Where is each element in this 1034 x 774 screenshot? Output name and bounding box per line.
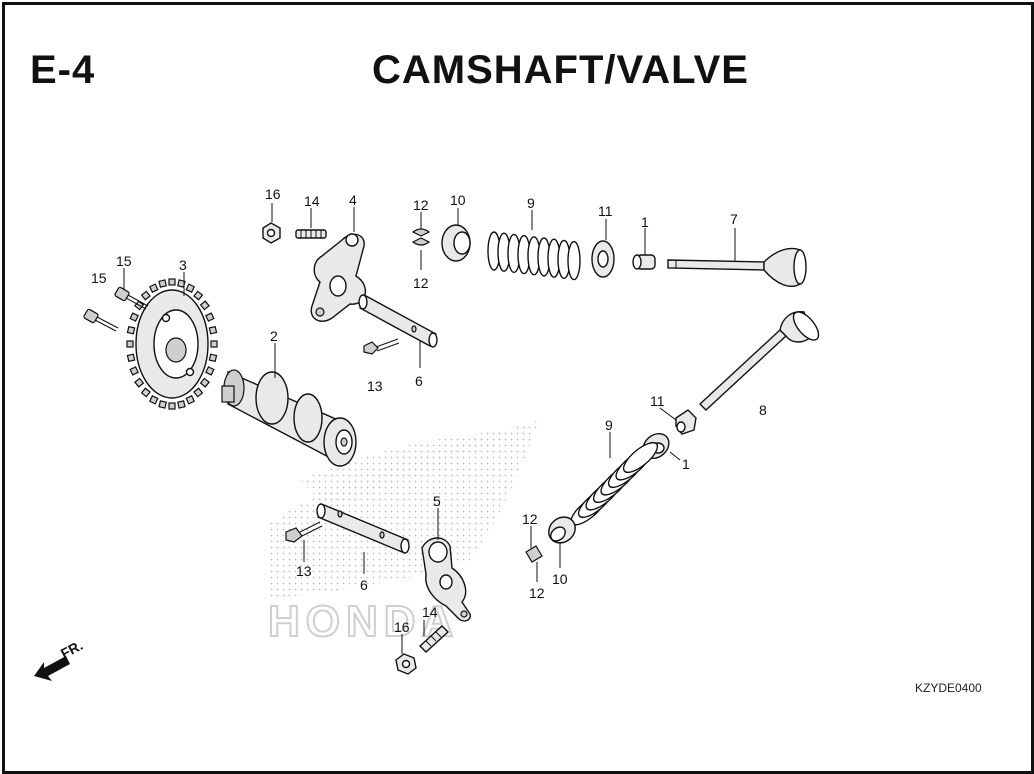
callout-13: 13 bbox=[296, 563, 312, 579]
valve-spring-retainer-lower bbox=[548, 516, 576, 544]
stud-bolt-lower bbox=[418, 625, 450, 653]
callout-12: 12 bbox=[529, 585, 545, 601]
callout-leaders bbox=[123, 203, 736, 654]
rocker-shaft-lower bbox=[316, 503, 410, 554]
stud-bolt-upper bbox=[295, 229, 327, 239]
callout-12: 12 bbox=[413, 275, 429, 291]
section-code: E-4 bbox=[30, 48, 96, 92]
shaft-bolt-lower bbox=[285, 521, 323, 543]
callout-12: 12 bbox=[413, 197, 429, 213]
sprocket-bolt-lower bbox=[83, 308, 119, 332]
callout-14: 14 bbox=[422, 604, 438, 620]
front-direction-arrow: FR. bbox=[34, 637, 85, 681]
callout-7: 7 bbox=[730, 211, 738, 227]
valve-cotter-lower bbox=[525, 545, 543, 563]
callout-16: 16 bbox=[265, 186, 281, 202]
callout-11: 11 bbox=[650, 393, 665, 409]
callout-12: 12 bbox=[522, 511, 538, 527]
callout-16: 16 bbox=[394, 619, 410, 635]
nut-upper bbox=[262, 222, 281, 244]
front-direction-label: FR. bbox=[58, 637, 85, 662]
callout-10: 10 bbox=[552, 571, 568, 587]
camshaft bbox=[221, 369, 357, 467]
rocker-arm-lower bbox=[421, 537, 471, 622]
callout-14: 14 bbox=[304, 193, 320, 209]
callout-1: 1 bbox=[641, 214, 649, 230]
stem-seal-upper bbox=[632, 254, 656, 270]
intake-valve bbox=[667, 247, 807, 288]
callout-15: 15 bbox=[91, 270, 107, 286]
callout-3: 3 bbox=[179, 257, 187, 273]
cam-sprocket bbox=[126, 278, 218, 410]
nut-lower bbox=[395, 653, 417, 675]
callout-6: 6 bbox=[360, 577, 368, 593]
callout-11: 11 bbox=[598, 203, 613, 219]
callout-8: 8 bbox=[759, 402, 767, 418]
callout-4: 4 bbox=[349, 192, 357, 208]
callout-9: 9 bbox=[527, 195, 535, 211]
callout-6: 6 bbox=[415, 373, 423, 389]
valve-spring-upper bbox=[487, 231, 581, 281]
page-title: CAMSHAFT/VALVE bbox=[372, 48, 749, 92]
callout-13: 13 bbox=[367, 378, 383, 394]
honda-watermark-text: HONDA bbox=[268, 597, 459, 646]
rocker-shaft-upper bbox=[358, 294, 438, 348]
spring-seat-upper bbox=[591, 240, 615, 278]
callout-5: 5 bbox=[433, 493, 441, 509]
stem-seal-lower bbox=[675, 409, 697, 435]
callout-1: 1 bbox=[682, 456, 690, 472]
callout-numbers: 16 14 4 12 12 10 9 11 1 7 15 15 3 2 13 6… bbox=[91, 186, 767, 635]
shaft-bolt-upper bbox=[363, 338, 400, 355]
exhaust-valve bbox=[698, 311, 820, 411]
valve-cotter-upper bbox=[411, 228, 431, 246]
rocker-arm-upper bbox=[310, 233, 367, 322]
valve-spring-lower bbox=[570, 441, 659, 526]
figure-code: KZYDE0400 bbox=[915, 681, 982, 695]
callout-15: 15 bbox=[116, 253, 132, 269]
honda-wing-watermark: HONDA bbox=[267, 420, 540, 647]
callout-10: 10 bbox=[450, 192, 466, 208]
callout-9: 9 bbox=[605, 417, 613, 433]
callout-2: 2 bbox=[270, 328, 278, 344]
valve-spring-retainer-upper bbox=[441, 224, 471, 262]
